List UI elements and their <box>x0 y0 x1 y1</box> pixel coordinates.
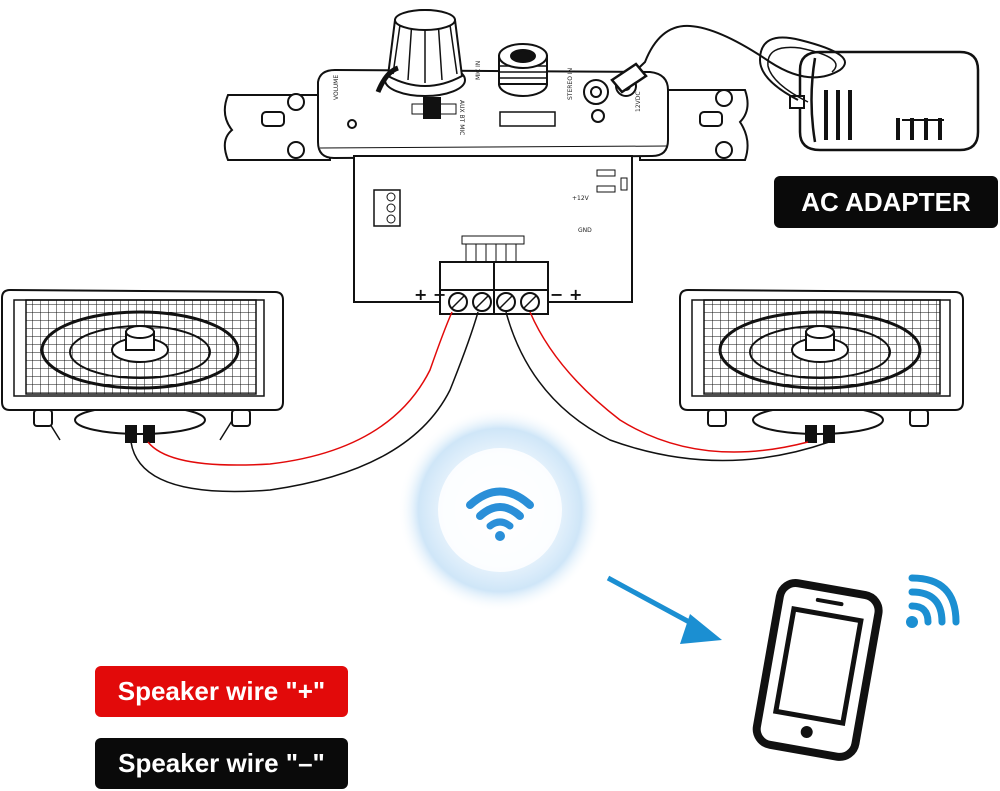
right-speaker-icon <box>679 288 964 443</box>
right-speaker-wires <box>505 311 830 462</box>
right-channel-polarity: − + <box>550 285 582 304</box>
ground-label: GND <box>578 227 592 234</box>
speaker-terminal-block <box>439 261 549 315</box>
svg-text:MIC IN: MIC IN <box>475 61 482 80</box>
left-speaker-icon <box>1 288 284 443</box>
amplifier-wall-plate <box>223 68 749 161</box>
speaker-wire-plus-legend: Speaker wire "+" <box>95 666 348 717</box>
volume-knob-icon <box>375 9 466 97</box>
arrow-icon <box>606 575 722 644</box>
power-label: +12V <box>572 195 590 202</box>
svg-text:AUX BT MIC: AUX BT MIC <box>458 100 465 135</box>
left-channel-polarity: + − <box>414 285 446 304</box>
smartphone-icon <box>752 579 883 761</box>
speaker-wire-minus-legend: Speaker wire "–" <box>95 738 348 789</box>
svg-text:STEREO IN: STEREO IN <box>567 68 574 100</box>
plate-print: VOLUME AUX BT MIC MIC IN STEREO IN 12VDC <box>333 61 642 136</box>
left-speaker-wires <box>130 311 479 493</box>
svg-text:VOLUME: VOLUME <box>333 75 340 100</box>
svg-text:12VDC: 12VDC <box>635 91 642 112</box>
ac-adapter-label: AC ADAPTER <box>774 176 998 228</box>
mic-jack-icon <box>498 43 548 97</box>
ac-adapter-icon <box>610 24 980 152</box>
signal-icon <box>906 574 960 628</box>
wifi-icon <box>398 408 602 612</box>
